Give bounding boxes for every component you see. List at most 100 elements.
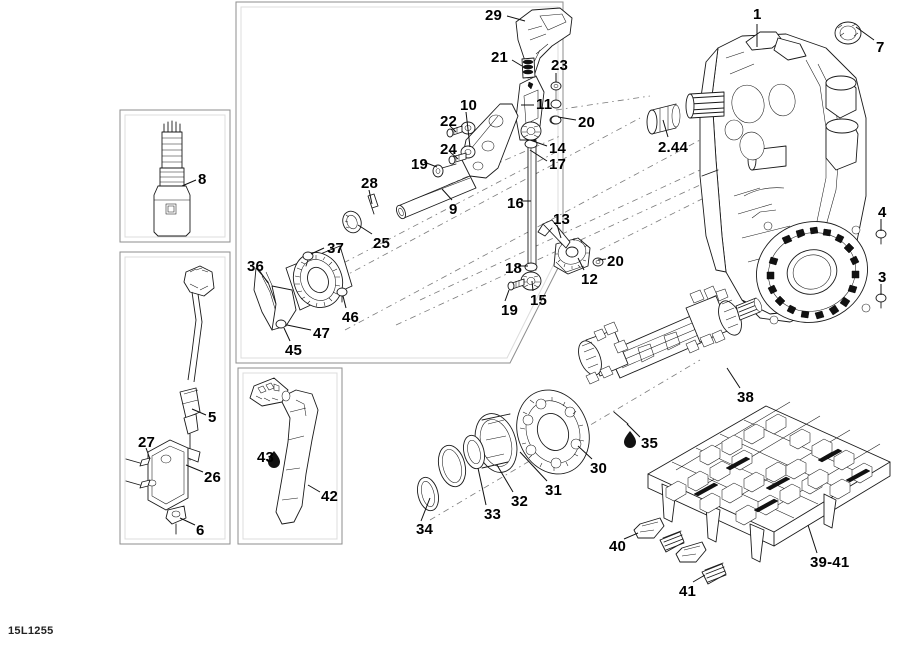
callout-label-36: 36: [247, 258, 265, 275]
callout-label-39-41: 39-41: [810, 554, 850, 571]
callout-label-41: 41: [679, 583, 697, 600]
leader-line-39-41: [807, 524, 818, 554]
callout-label-34: 34: [416, 521, 434, 538]
leader-line-5: [191, 408, 207, 416]
lubricant-drop-35: [624, 431, 636, 448]
leader-line-14: [529, 139, 548, 147]
leader-line-8: [181, 179, 197, 187]
gearcase-assembly: [685, 31, 871, 325]
callout-label-3: 3: [878, 269, 887, 286]
leader-line-30: [577, 445, 593, 460]
callout-label-21: 21: [491, 49, 509, 66]
callout-label-14: 14: [549, 140, 567, 157]
gearcase-bearing-face: [755, 221, 871, 325]
callout-label-40: 40: [609, 538, 627, 555]
part-36-support-arm: [253, 267, 297, 331]
leader-line-45: [283, 327, 291, 342]
callout-label-30: 30: [590, 460, 608, 477]
part-19-upper-pin: [432, 163, 457, 178]
leader-line-29: [506, 15, 526, 22]
part-38-axle-assembly: [578, 285, 763, 385]
callout-label-1: 1: [753, 6, 762, 23]
part-37-screw: [302, 251, 314, 267]
leader-line-46: [342, 295, 347, 309]
part-9-rod: [396, 175, 477, 220]
part-25-bushing: [342, 210, 362, 234]
leader-line-41: [692, 574, 706, 583]
leader-line-37: [310, 247, 325, 255]
leader-line-33: [477, 467, 487, 506]
leader-line-7: [855, 26, 875, 41]
callout-label-2.44: 2.44: [658, 139, 688, 156]
callout-label-35: 35: [641, 435, 659, 452]
leader-line-9: [441, 188, 453, 201]
part-40-cleat-2: [675, 541, 707, 563]
shift-mount-plate: [461, 103, 519, 179]
callout-label-47: 47: [313, 325, 331, 342]
callout-label-42: 42: [321, 488, 339, 505]
part-33-ring: [437, 444, 467, 488]
part-8-lubricant-bottle: [153, 120, 191, 237]
part-46-screw: [336, 287, 348, 303]
leader-line-31: [519, 451, 548, 482]
callout-label-38: 38: [737, 389, 755, 406]
callout-label-4: 4: [878, 204, 887, 221]
leader-line-17: [529, 149, 548, 162]
callout-label-19b: 19: [501, 302, 519, 319]
leader-line-38: [726, 367, 741, 389]
part-14-17-joint: [520, 121, 542, 149]
part-27-screws: [125, 457, 151, 489]
part-20-nuts: [550, 115, 604, 267]
callout-label-15: 15: [530, 292, 548, 309]
callout-label-37: 37: [327, 240, 345, 257]
part-10-bushing: [460, 121, 476, 159]
part-12-lever: [553, 237, 591, 275]
callout-label-12: 12: [581, 271, 599, 288]
part-19-lower-screw: [507, 278, 525, 291]
leader-line-21: [511, 59, 523, 67]
callout-label-31: 31: [545, 482, 563, 499]
callout-label-28: 28: [361, 175, 379, 192]
callout-label-20a: 20: [578, 114, 596, 131]
part-35-lubricant-target: [613, 411, 629, 425]
part-32-seal: [463, 434, 485, 470]
callout-label-6: 6: [196, 522, 205, 539]
leader-line-47: [286, 324, 312, 331]
leader-line-12: [577, 257, 585, 271]
leader-line-2.44: [662, 119, 669, 138]
callout-label-43: 43: [257, 449, 275, 466]
callout-label-5: 5: [208, 409, 217, 426]
part-30-flange: [516, 389, 590, 475]
leader-line-34: [420, 497, 431, 522]
part-5-sensor: [179, 265, 215, 461]
leader-line-28: [368, 189, 373, 205]
callout-label-13: 13: [553, 211, 571, 228]
callout-label-27: 27: [138, 434, 156, 451]
leader-line-32: [496, 464, 514, 493]
callout-label-24: 24: [440, 141, 458, 158]
part-26-bracket: [147, 439, 201, 511]
leader-line-20a: [557, 116, 577, 121]
leader-line-15: [531, 280, 534, 292]
part-2-44-coupler: [646, 103, 681, 135]
callout-label-22: 22: [440, 113, 458, 130]
part-31-bearing: [474, 413, 518, 473]
callout-label-26: 26: [204, 469, 222, 486]
callout-label-11: 11: [536, 96, 553, 113]
leader-line-40: [623, 532, 639, 540]
sheet-code: 15L1255: [8, 625, 54, 637]
leader-line-35: [626, 423, 641, 438]
callout-label-19a: 19: [411, 156, 429, 173]
leader-line-25: [357, 224, 373, 235]
callout-label-10: 10: [460, 97, 478, 114]
callout-label-8: 8: [198, 171, 207, 188]
callout-label-25: 25: [373, 235, 391, 252]
part-21-spring: [521, 57, 536, 79]
part-28-pin: [367, 193, 379, 215]
part-39-41-track-plate: [647, 401, 891, 563]
part-34-ring: [417, 476, 439, 512]
callout-label-29: 29: [485, 7, 503, 24]
callout-label-7: 7: [876, 39, 885, 56]
